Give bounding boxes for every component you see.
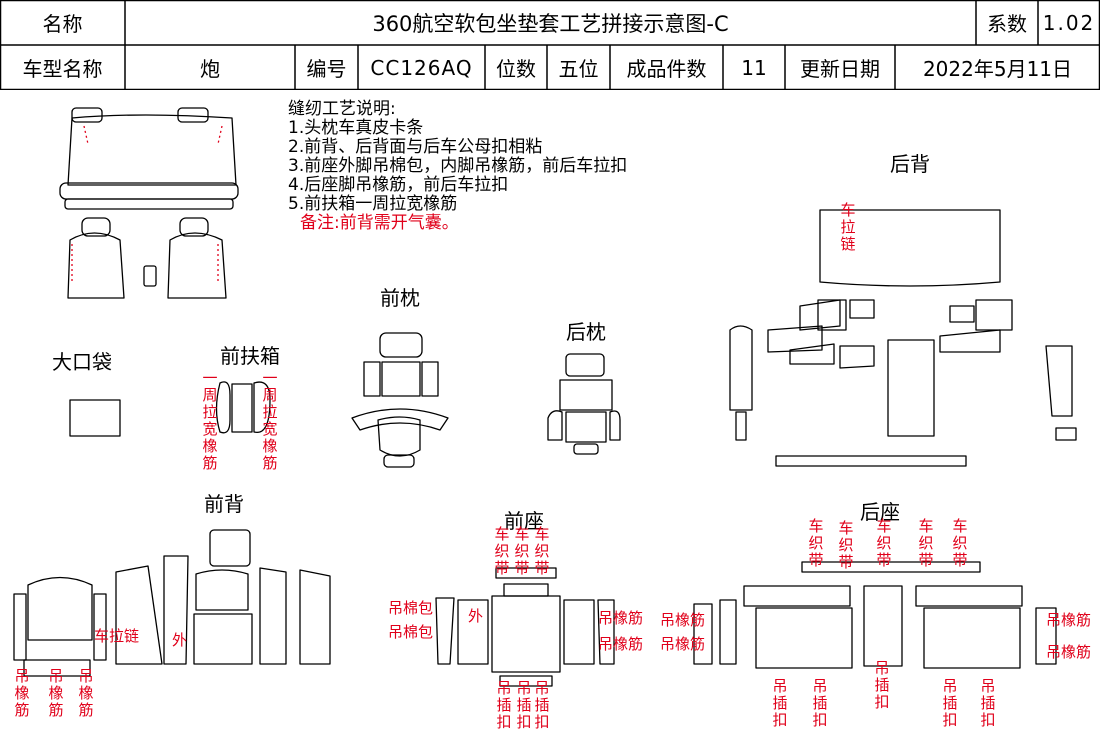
note-item: 4.后座脚吊橡筋，前后车拉扣 xyxy=(288,175,509,195)
annotation-rear-seat-buckle: 吊插扣 xyxy=(874,659,890,711)
note-item: 5.前扶箱一周拉宽橡筋 xyxy=(288,194,458,214)
annotation-front-seat-buckle: 吊插扣 xyxy=(496,679,512,731)
annotation-front-seat-webbing: 车织带 xyxy=(514,525,530,577)
annotation-rear-seat-elastic: 吊橡筋 xyxy=(1046,643,1092,661)
rear-back-pieces xyxy=(729,209,1077,467)
annotation-rear-seat-webbing: 车织带 xyxy=(952,517,968,569)
annotation-rear-seat-elastic: 吊橡筋 xyxy=(660,611,706,629)
note-item: 2.前背、后背面与后车公母扣相粘 xyxy=(288,137,543,157)
annotation-front-seat-cotton: 吊棉包 xyxy=(388,599,434,617)
rear-headrest-pieces xyxy=(547,353,621,455)
annotation-front-seat-elastic: 吊橡筋 xyxy=(598,609,644,627)
annotation-rear-seat-elastic: 吊橡筋 xyxy=(660,635,706,653)
section-title-front-back: 前背 xyxy=(204,492,244,516)
code-value: CC126AQ xyxy=(370,55,473,80)
section-title-front-armrest: 前扶箱 xyxy=(220,344,280,368)
annotation-front-seat-webbing: 车织带 xyxy=(494,525,510,577)
section-title-big-pocket: 大口袋 xyxy=(52,350,112,374)
seats-value: 五位 xyxy=(558,57,599,81)
front-seat-pieces xyxy=(435,567,615,687)
note-item: 3.前座外脚吊棉包，内脚吊橡筋，前后车拉扣 xyxy=(288,156,628,176)
annotation-front-back-elastic: 吊橡筋 xyxy=(48,667,64,719)
name-label: 名称 xyxy=(42,12,83,36)
section-title-rear-headrest: 后枕 xyxy=(566,320,606,344)
note-item: 1.头枕车真皮卡条 xyxy=(288,118,424,138)
annotation-rear-seat-webbing: 车织带 xyxy=(838,519,854,571)
annotation-front-back-zipper: 车拉链 xyxy=(94,627,140,645)
coefficient-label: 系数 xyxy=(987,12,1027,36)
annotation-rear-seat-elastic: 吊橡筋 xyxy=(1046,611,1092,629)
annotation-front-seat-buckle: 吊插扣 xyxy=(516,679,532,731)
annotation-rear-seat-webbing: 车织带 xyxy=(808,517,824,569)
section-title-front-seat: 前座 xyxy=(504,509,544,533)
date-value: 2022年5月11日 xyxy=(922,57,1073,81)
annotation-armrest-left: 一周拉宽橡筋 xyxy=(202,369,218,472)
annotation-rear-seat-webbing: 车织带 xyxy=(918,517,934,569)
rear-seat-pieces xyxy=(693,561,1057,669)
annotation-rear-seat-buckle: 吊插扣 xyxy=(772,677,788,729)
annotation-rear-back-zipper: 车拉链 xyxy=(840,201,856,253)
annotation-front-seat-cotton: 吊棉包 xyxy=(388,623,434,641)
overview-rear-bench xyxy=(59,107,239,210)
code-label: 编号 xyxy=(306,57,347,81)
annotation-rear-seat-buckle: 吊插扣 xyxy=(812,677,828,729)
section-title-rear-seat: 后座 xyxy=(860,500,900,524)
section-title-front-headrest: 前枕 xyxy=(380,286,420,310)
date-label: 更新日期 xyxy=(800,57,880,81)
pieces-value: 11 xyxy=(741,55,767,80)
annotation-front-seat-outer: 外 xyxy=(468,607,484,625)
model-label: 车型名称 xyxy=(22,57,103,81)
model-value: 炮 xyxy=(200,57,220,81)
annotation-front-seat-webbing: 车织带 xyxy=(534,525,550,577)
notes-title: 缝纫工艺说明: xyxy=(288,99,396,119)
annotation-front-back-elastic: 吊橡筋 xyxy=(78,667,94,719)
front-armrest-pieces xyxy=(215,381,271,434)
annotation-rear-seat-buckle: 吊插扣 xyxy=(942,677,958,729)
annotation-front-seat-buckle: 吊插扣 xyxy=(534,679,550,731)
pieces-label: 成品件数 xyxy=(626,57,707,81)
front-back-pieces xyxy=(13,529,331,677)
annotation-rear-seat-webbing: 车织带 xyxy=(876,517,892,569)
diagram-title: 360航空软包坐垫套工艺拼接示意图-C xyxy=(372,11,729,36)
overview-front-seats xyxy=(67,217,227,299)
annotation-armrest-right: 一周拉宽橡筋 xyxy=(262,369,278,472)
section-title-rear-back: 后背 xyxy=(890,152,930,176)
seats-label: 位数 xyxy=(496,57,536,81)
annotation-front-back-outer: 外 xyxy=(172,631,188,649)
annotation-rear-seat-buckle: 吊插扣 xyxy=(980,677,996,729)
notes-remark: 备注:前背需开气囊。 xyxy=(300,213,459,233)
front-headrest-pieces xyxy=(351,332,449,468)
coefficient-value: 1.02 xyxy=(1042,10,1096,35)
annotation-front-back-elastic: 吊橡筋 xyxy=(14,667,30,719)
sewing-notes: 缝纫工艺说明: 1.头枕车真皮卡条 2.前背、后背面与后车公母扣相粘 3.前座外… xyxy=(288,100,627,233)
title-block: 名称 360航空软包坐垫套工艺拼接示意图-C 系数 1.02 车型名称 炮 编号… xyxy=(0,0,1100,90)
annotation-front-seat-elastic: 吊橡筋 xyxy=(598,635,644,653)
big-pocket-piece xyxy=(69,399,121,437)
